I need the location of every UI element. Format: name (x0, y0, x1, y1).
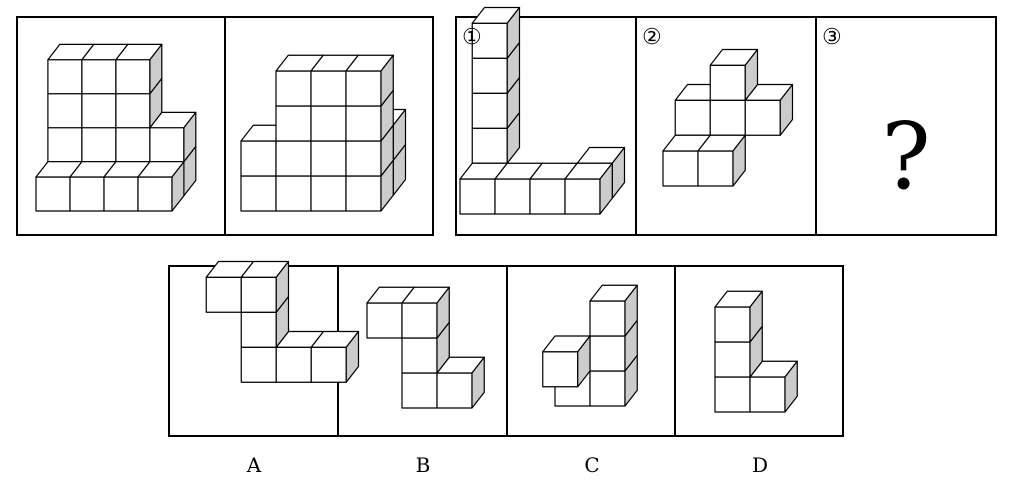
cube-side-face (149, 43, 163, 95)
cube-front-face (471, 92, 508, 129)
cube-side-face (275, 260, 290, 313)
cube-front-face (662, 150, 699, 187)
cube-front-face (81, 127, 117, 163)
cube-front-face (47, 59, 83, 95)
cube-front-face (115, 93, 151, 129)
cube-front-face (714, 341, 751, 378)
cube-front-face (529, 178, 566, 215)
option-a-solid[interactable] (205, 260, 360, 383)
given-figure-2-solid (240, 54, 407, 212)
cube-front-face (589, 370, 626, 407)
cube-front-face (35, 176, 71, 212)
cube-front-face (310, 140, 347, 177)
cube-side-face (624, 284, 638, 337)
cube-front-face (714, 306, 751, 343)
cube-side-face (380, 54, 394, 107)
option-label-b[interactable]: B (416, 453, 431, 477)
cube-side-face (436, 286, 450, 339)
option-label-c[interactable]: C (584, 453, 599, 477)
cube-front-face (115, 59, 151, 95)
cube-front-face (401, 372, 438, 409)
cube-front-face (240, 175, 277, 212)
cube-front-face (275, 105, 312, 142)
sequence-figure-1-solid (459, 6, 626, 215)
cube-front-face (275, 70, 312, 107)
given-figure-1-solid (35, 43, 197, 212)
cube-front-face (345, 175, 382, 212)
cube-side-face (577, 335, 591, 388)
sequence-marker-2: ② (642, 25, 662, 50)
cube-front-face (310, 105, 347, 142)
cube-front-face (589, 335, 626, 372)
cube-front-face (47, 93, 83, 129)
cube-front-face (401, 302, 438, 339)
cube-front-face (310, 346, 347, 383)
cube-front-face (240, 140, 277, 177)
cube-front-face (564, 178, 601, 215)
option-d-solid[interactable] (714, 290, 798, 413)
cube-front-face (81, 59, 117, 95)
cube-front-face (345, 105, 382, 142)
cube-front-face (275, 175, 312, 212)
cube-front-face (81, 93, 117, 129)
cube-front-face (103, 176, 139, 212)
cube-front-face (709, 64, 746, 101)
cube-front-face (697, 150, 734, 187)
option-label-d[interactable]: D (752, 453, 768, 477)
cube-side-face (506, 6, 521, 59)
cube-side-face (471, 356, 485, 409)
cube-front-face (69, 176, 105, 212)
cube-front-face (589, 300, 626, 337)
cube-front-face (366, 302, 403, 339)
cube-front-face (310, 175, 347, 212)
cube-front-face (149, 127, 185, 163)
cube-front-face (744, 99, 781, 136)
cube-front-face (275, 346, 312, 383)
cube-front-face (205, 276, 242, 313)
cube-side-face (744, 48, 759, 101)
cube-front-face (471, 127, 508, 164)
cube-front-face (310, 70, 347, 107)
cube-side-face (171, 161, 185, 212)
question-mark: ? (881, 103, 930, 210)
cube-front-face (494, 178, 531, 215)
sequence-frame (455, 16, 997, 236)
sequence-marker-1: ① (462, 25, 482, 50)
cube-side-face (779, 83, 794, 136)
option-label-a[interactable]: A (246, 453, 262, 477)
cube-front-face (240, 346, 277, 383)
cube-side-face (732, 134, 746, 187)
cube-front-face (275, 140, 312, 177)
cube-front-face (471, 57, 508, 94)
cube-front-face (709, 99, 746, 136)
cube-front-face (240, 276, 277, 313)
option-c-solid[interactable] (542, 284, 638, 407)
cube-front-face (345, 140, 382, 177)
cube-front-face (436, 372, 473, 409)
sequence-marker-3: ③ (822, 25, 842, 50)
cube-side-face (183, 111, 197, 163)
cube-side-face (749, 290, 763, 343)
cube-side-face (345, 330, 360, 383)
cube-front-face (749, 376, 786, 413)
cube-front-face (674, 99, 711, 136)
cube-front-face (714, 376, 751, 413)
option-b-solid[interactable] (366, 286, 485, 409)
cube-front-face (401, 337, 438, 374)
cube-front-face (115, 127, 151, 163)
cube-side-face (599, 162, 613, 215)
cube-front-face (459, 178, 496, 215)
sequence-figure-2-solid (662, 48, 794, 187)
cube-front-face (137, 176, 173, 212)
cube-front-face (345, 70, 382, 107)
cube-side-face (784, 360, 798, 413)
cube-front-face (542, 351, 579, 388)
cube-front-face (240, 311, 277, 348)
cube-front-face (47, 127, 83, 163)
